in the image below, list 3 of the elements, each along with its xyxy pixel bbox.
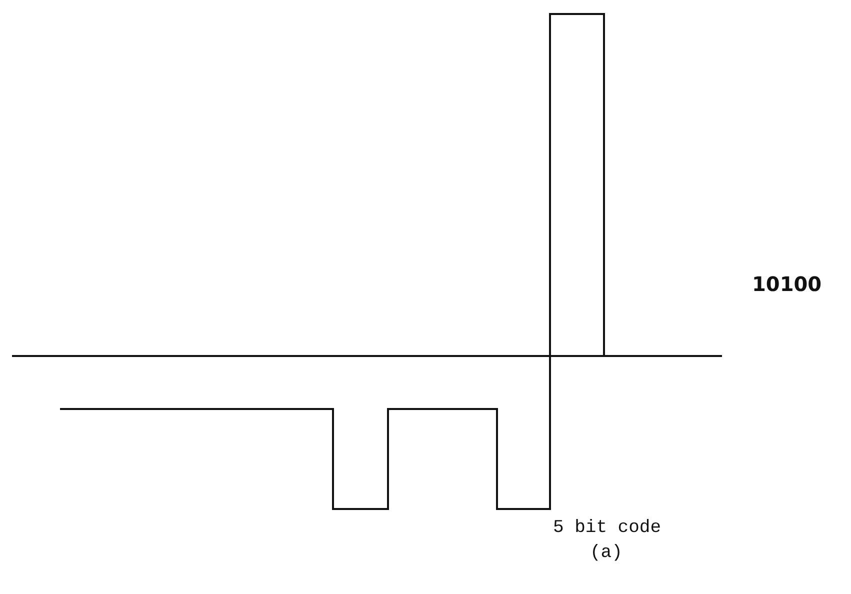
waveform-label: 5 bit code xyxy=(553,518,662,538)
figure-caption: (a) xyxy=(590,543,622,563)
code-value-label: 10100 xyxy=(752,272,822,296)
